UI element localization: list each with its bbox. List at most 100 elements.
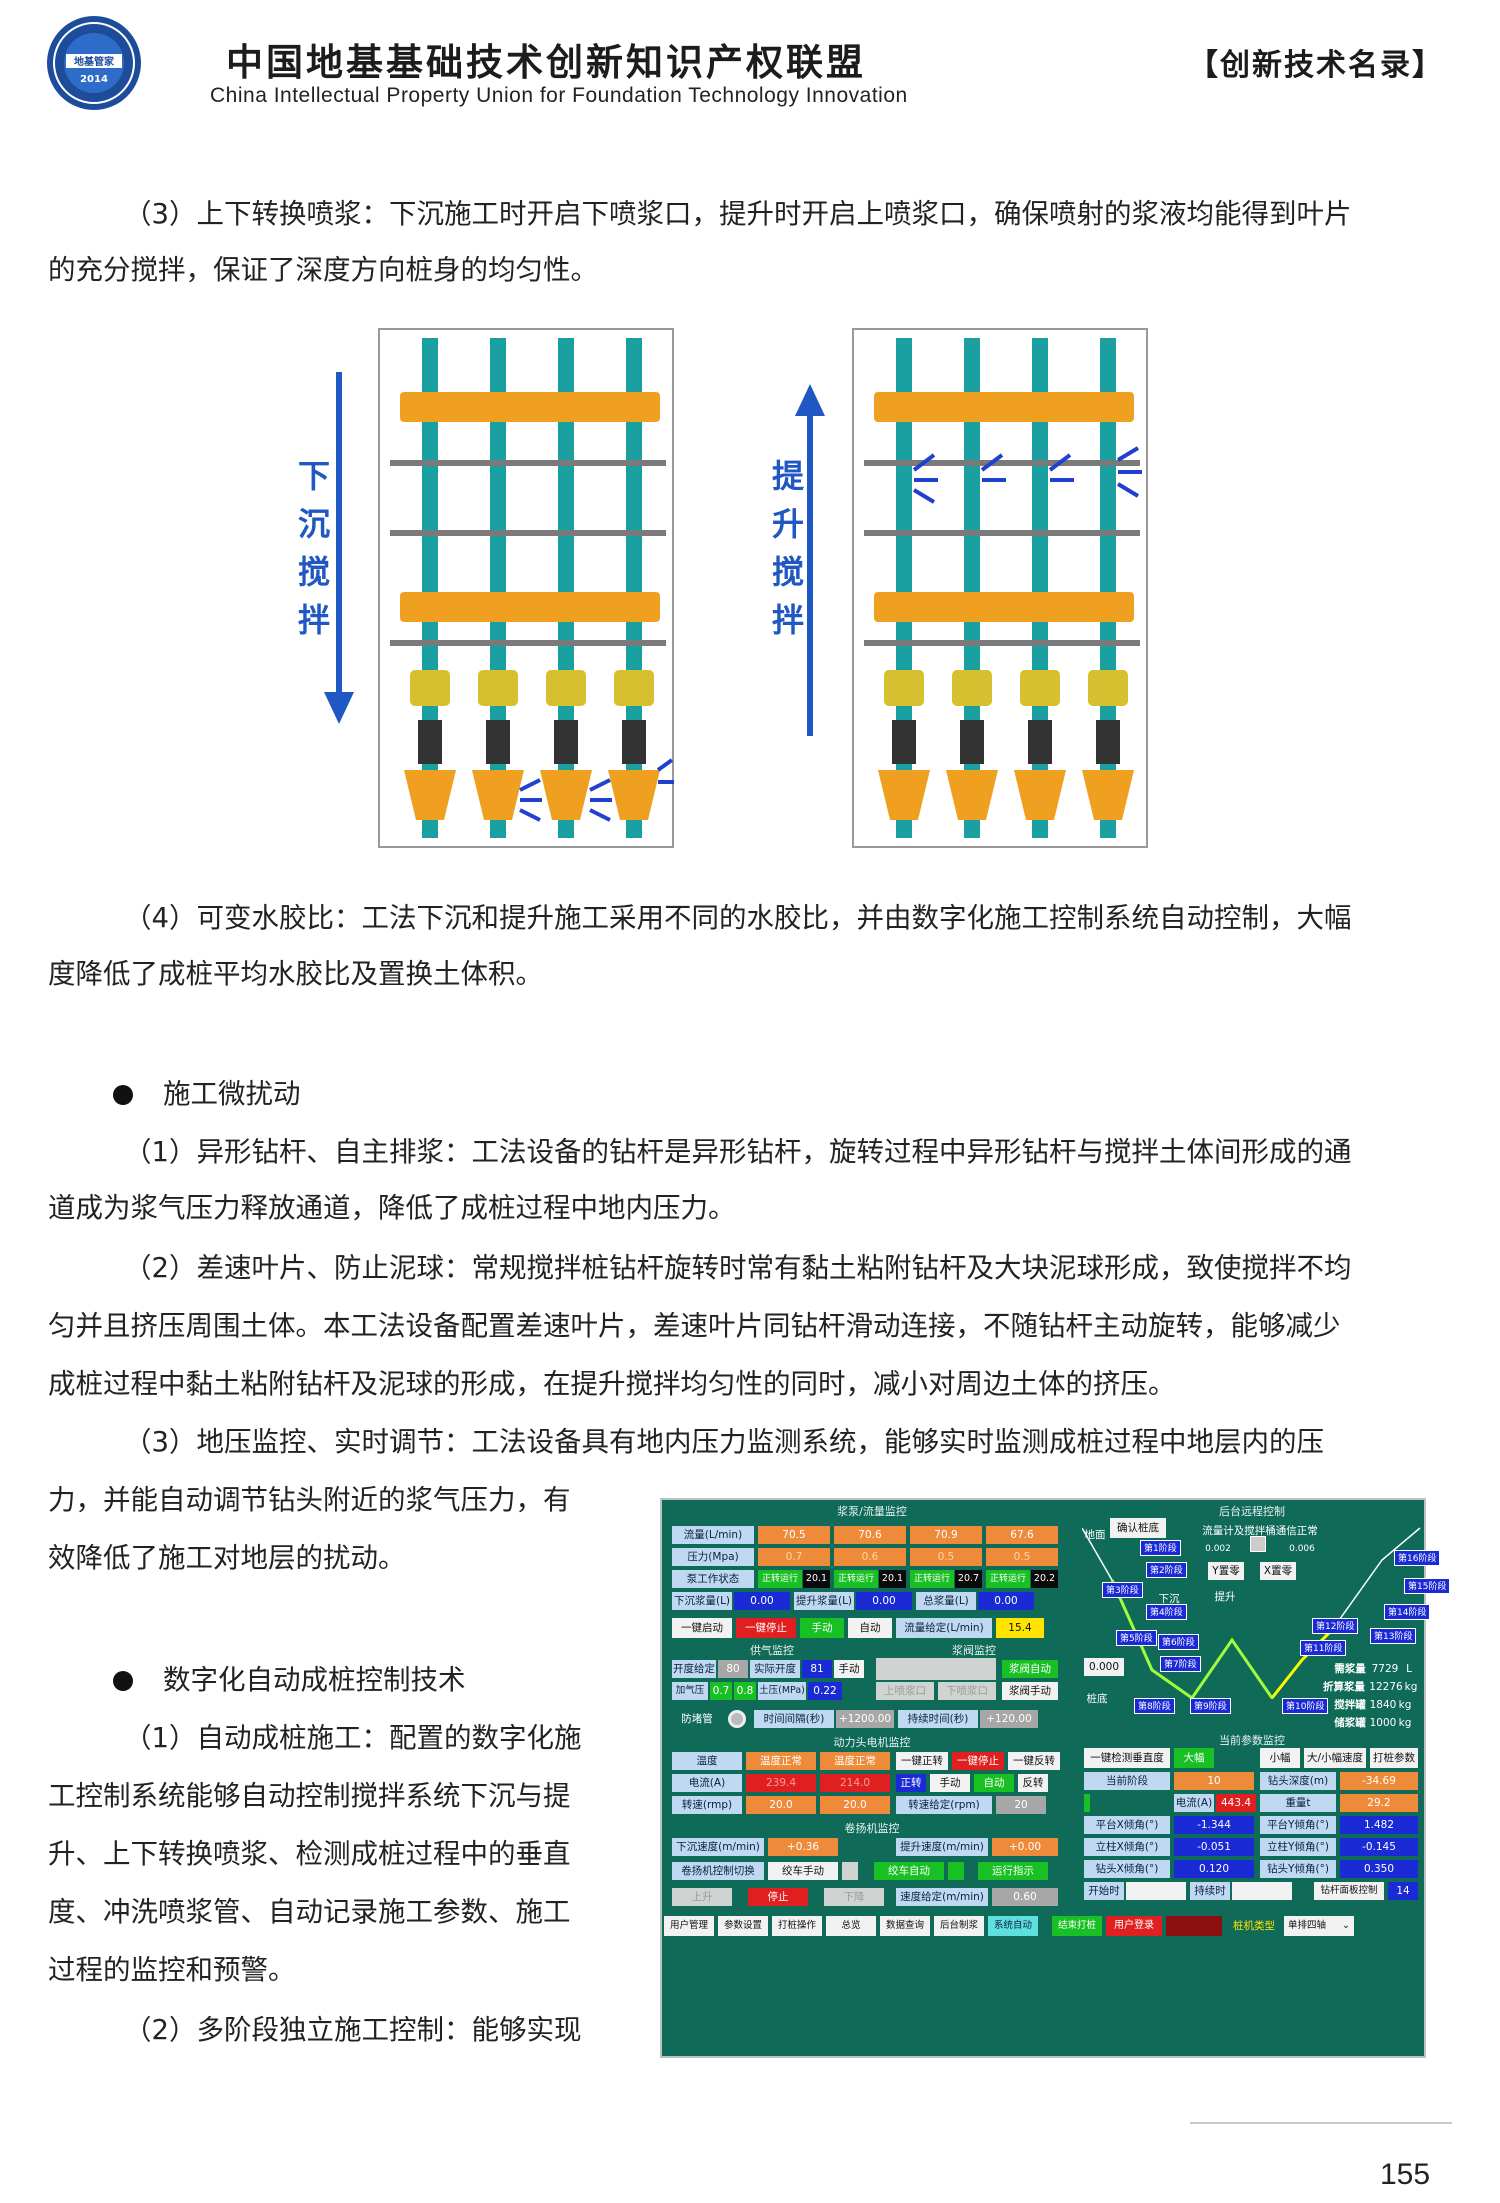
tab-param-settings[interactable]: 参数设置 <box>718 1916 768 1936</box>
anti-block-label: 防堵管 <box>681 1713 713 1725</box>
drill-rig-illustration <box>390 338 674 838</box>
paragraph-line: 道成为浆气压力释放通道，降低了成桩过程中地内压力。 <box>48 1192 736 1224</box>
down-nozzle-button[interactable]: 下喷浆口 <box>938 1682 996 1700</box>
one-key-forward-button[interactable]: 一键正转 <box>896 1752 948 1770</box>
large-amplitude-button[interactable]: 大幅 <box>1174 1748 1214 1768</box>
winch-auto-button[interactable]: 绞车自动 <box>874 1862 944 1880</box>
stage-left[interactable]: 第6阶段 <box>1158 1634 1199 1650</box>
speed-given-input[interactable]: 0.60 <box>992 1888 1058 1906</box>
tab-overview[interactable]: 总览 <box>826 1916 876 1936</box>
small-amplitude-button[interactable]: 小幅 <box>1260 1748 1300 1768</box>
current-value: 239.4 <box>746 1774 816 1792</box>
confirm-pile-bottom-button[interactable]: 确认桩底 <box>1110 1518 1166 1538</box>
x-zero-button[interactable]: X置零 <box>1260 1562 1296 1580</box>
up-nozzle-button[interactable]: 上喷浆口 <box>876 1682 934 1700</box>
drill-ctrl-button[interactable]: 钻杆面板控制 <box>1314 1882 1384 1900</box>
tab-system-auto[interactable]: 系统自动 <box>988 1916 1038 1936</box>
stage-left[interactable]: 第7阶段 <box>1160 1656 1201 1672</box>
forward-button[interactable]: 正转 <box>896 1774 926 1792</box>
one-key-reverse-button[interactable]: 一键反转 <box>1008 1752 1060 1770</box>
paragraph-line: 的充分搅拌，保证了深度方向桩身的均匀性。 <box>48 254 598 286</box>
px-value: -1.344 <box>1174 1816 1254 1834</box>
stage-right[interactable]: 第14阶段 <box>1384 1604 1431 1620</box>
pressure-label: 压力(Mpa) <box>672 1548 754 1566</box>
stage-left[interactable]: 第5阶段 <box>1116 1630 1157 1646</box>
small-value-input[interactable]: 0.000 <box>1084 1658 1124 1676</box>
stage-left[interactable]: 第3阶段 <box>1102 1582 1143 1598</box>
flow-set-input[interactable]: 15.4 <box>996 1618 1044 1638</box>
stage-right[interactable]: 第15阶段 <box>1404 1578 1451 1594</box>
duration-value[interactable]: +120.00 <box>980 1710 1038 1728</box>
amplitude-speed-button[interactable]: 大/小幅速度 <box>1304 1748 1366 1768</box>
cx-value: -0.051 <box>1174 1838 1254 1856</box>
open-set-value[interactable]: 80 <box>718 1660 748 1678</box>
run-indicator-button[interactable]: 运行指示 <box>978 1862 1048 1880</box>
one-key-stop-button[interactable]: 一键停止 <box>952 1752 1004 1770</box>
stage-left[interactable]: 第2阶段 <box>1146 1562 1187 1578</box>
down-button[interactable]: 下降 <box>824 1888 884 1906</box>
stage-value: 10 <box>1174 1772 1254 1790</box>
stage-right[interactable]: 第11阶段 <box>1300 1640 1347 1656</box>
winch-manual-button[interactable]: 绞车手动 <box>768 1862 838 1880</box>
up-speed-value: +0.00 <box>992 1838 1058 1856</box>
interval-label: 时间间隔(秒) <box>754 1710 834 1728</box>
paragraph-line: （2）差速叶片、防止泥球：常规搅拌桩钻杆旋转时常有黏土粘附钻杆及大块泥球形成，致… <box>124 1252 1352 1284</box>
store-tank-unit: kg <box>1398 1717 1412 1729</box>
pile-type-select[interactable]: 单排四轴⌄ <box>1284 1916 1354 1936</box>
pile-params-button[interactable]: 打桩参数 <box>1370 1748 1418 1768</box>
tab-user-management[interactable]: 用户管理 <box>664 1916 714 1936</box>
flow-label: 流量(L/min) <box>672 1526 754 1544</box>
lifting-mixing-figure <box>852 328 1148 848</box>
interval-value[interactable]: +1200.00 <box>836 1710 894 1728</box>
params-section-title: 当前参数监控 <box>1219 1734 1285 1747</box>
svg-text:2014: 2014 <box>80 74 108 85</box>
stage-left[interactable]: 第9阶段 <box>1190 1698 1231 1714</box>
manual-button[interactable]: 手动 <box>800 1618 844 1638</box>
flow-value: 67.6 <box>986 1526 1058 1544</box>
pump-state-value: 20.7 <box>955 1570 982 1588</box>
stop-button[interactable]: 停止 <box>748 1888 808 1906</box>
temp-value: 温度正常 <box>820 1752 890 1770</box>
stage-right[interactable]: 第12阶段 <box>1312 1618 1359 1634</box>
tab-pile-operation[interactable]: 打桩操作 <box>772 1916 822 1936</box>
valve-auto-button[interactable]: 浆阀自动 <box>1002 1660 1058 1678</box>
header-tag: 【创新技术名录】 <box>1188 48 1444 83</box>
auto-button[interactable]: 自动 <box>848 1618 892 1638</box>
one-key-stop-button[interactable]: 一键停止 <box>736 1618 796 1638</box>
auto-button[interactable]: 自动 <box>974 1774 1014 1792</box>
ground-label: 地面 <box>1084 1529 1106 1541</box>
stage-right[interactable]: 第10阶段 <box>1282 1698 1329 1714</box>
conv-slurry-label: 折算浆量 <box>1323 1681 1365 1693</box>
store-tank-label: 储浆罐 <box>1334 1717 1366 1729</box>
end-pile-button[interactable]: 结束打桩 <box>1052 1916 1102 1936</box>
up-button[interactable]: 上升 <box>672 1888 732 1906</box>
lifting-label: 提升搅拌 <box>771 457 804 639</box>
crosshair-icon <box>1250 1536 1266 1552</box>
reverse-button[interactable]: 反转 <box>1018 1774 1048 1792</box>
indicator-light <box>948 1862 964 1880</box>
user-login-button[interactable]: 用户登录 <box>1106 1916 1162 1936</box>
stage-left[interactable]: 第8阶段 <box>1134 1698 1175 1714</box>
valve-manual-button[interactable]: 浆阀手动 <box>1002 1682 1058 1700</box>
speed-set-input[interactable]: 20 <box>996 1796 1046 1814</box>
tab-data-query[interactable]: 数据查询 <box>880 1916 930 1936</box>
one-key-start-button[interactable]: 一键启动 <box>672 1618 732 1638</box>
stage-left[interactable]: 第1阶段 <box>1140 1540 1181 1556</box>
tab-backend-slurry[interactable]: 后台制浆 <box>934 1916 984 1936</box>
vertical-check-button[interactable]: 一键检测垂直度 <box>1084 1748 1170 1768</box>
y-zero-button[interactable]: Y置零 <box>1208 1562 1244 1580</box>
stage-left[interactable]: 第4阶段 <box>1146 1604 1187 1620</box>
stage-right[interactable]: 第16阶段 <box>1394 1550 1441 1566</box>
pump-state: 正转运行 <box>834 1570 878 1588</box>
up-speed-label: 提升速度(m/min) <box>896 1838 988 1856</box>
manual-button[interactable]: 手动 <box>930 1774 970 1792</box>
down-arrow-icon <box>324 372 354 724</box>
manual-button[interactable]: 手动 <box>834 1660 864 1678</box>
air-section-title: 供气监控 <box>750 1644 794 1657</box>
up-arrow-icon <box>795 384 825 736</box>
bullet-heading: 施工微扰动 <box>113 1066 301 1122</box>
pressure-value: 0.5 <box>910 1548 982 1566</box>
stage-right[interactable]: 第13阶段 <box>1370 1628 1417 1644</box>
dx-label: 钻头X倾角(°) <box>1084 1860 1170 1878</box>
anti-block-toggle[interactable] <box>728 1710 746 1728</box>
